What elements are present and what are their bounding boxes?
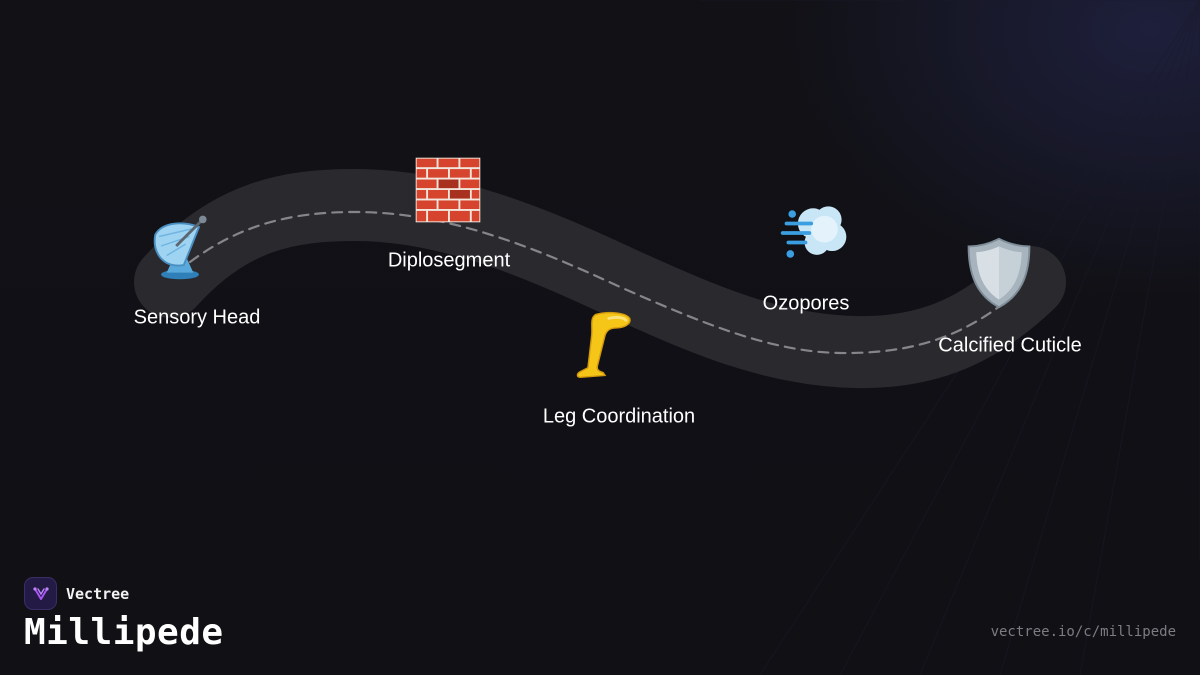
node-leg-coordination [560, 300, 650, 390]
node-label-sensory-head: Sensory Head [133, 306, 261, 329]
leg-icon [576, 311, 631, 379]
node-label-ozopores: Ozopores [762, 292, 850, 315]
node-label-diplosegment: Diplosegment [387, 249, 511, 272]
shield-icon [967, 237, 1031, 309]
dash-puff-icon [780, 206, 847, 258]
vectree-logo-icon [24, 577, 57, 610]
node-ozopores [770, 188, 860, 278]
path-band [134, 169, 1066, 389]
node-diplosegment [403, 145, 493, 235]
source-url[interactable]: vectree.io/c/millipede [990, 624, 1176, 640]
node-label-calcified-cuticle: Calcified Cuticle [938, 334, 1082, 357]
satellite-dish-icon [153, 215, 207, 280]
path-dashed-line [188, 210, 1002, 355]
brick-wall-icon [415, 157, 481, 223]
node-sensory-head [135, 201, 225, 291]
node-label-leg-coordination: Leg Coordination [542, 405, 696, 428]
brand: Vectree [24, 577, 129, 610]
node-calcified-cuticle [954, 228, 1044, 318]
page-title: Millipede [24, 612, 224, 653]
brand-name: Vectree [66, 584, 130, 603]
